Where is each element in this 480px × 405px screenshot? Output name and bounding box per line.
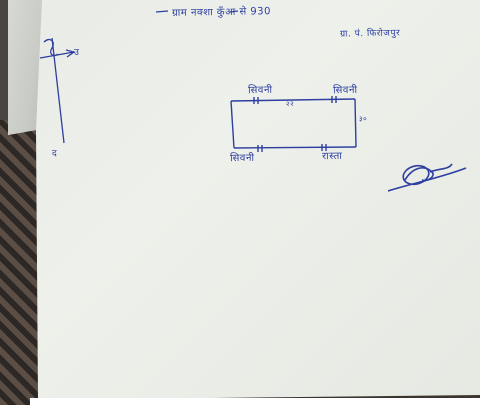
plot-label-top-right: सिवनी: [332, 84, 358, 97]
plot-dimension-top: २२: [285, 99, 295, 109]
plot-label-bottom-left: सिवनी: [229, 152, 255, 165]
paper-sheet: [8, 0, 480, 400]
plot-outline: [230, 96, 357, 152]
plot-label-top-left: सिवनी: [247, 84, 273, 97]
header-line-1: ग्राम नक्शा कुँआ से 930: [171, 6, 272, 19]
paper-fold: [8, 0, 42, 135]
bottom-edge: [30, 398, 480, 405]
plot-label-bottom-right: रास्ता: [321, 150, 343, 163]
header-dashes: [155, 10, 239, 13]
compass-north-label: उ: [73, 47, 80, 59]
plot-dimension-right: ३०: [358, 114, 368, 124]
header-line-2: ग्रा. पं. फिरोजपुर: [339, 28, 401, 40]
compass-south-label: द: [51, 148, 58, 160]
compass-mark: [39, 37, 76, 144]
signature-mark: [387, 163, 467, 192]
